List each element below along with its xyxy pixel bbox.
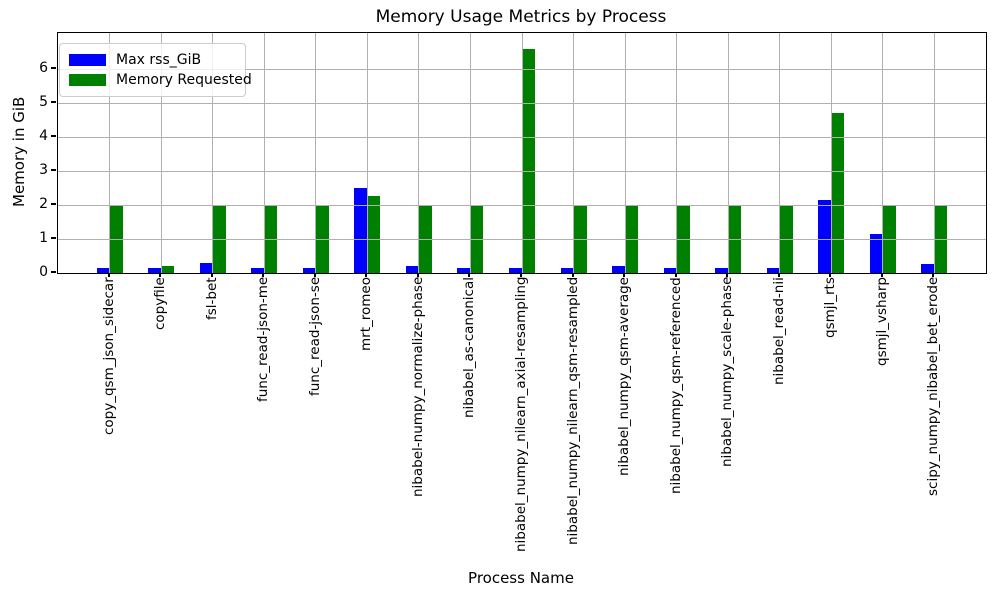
bar-max-rss xyxy=(715,267,729,273)
bar-max-rss xyxy=(405,266,419,273)
legend-label-max-rss: Max rss_GiB xyxy=(116,52,202,68)
x-tick-label: func_read-json-se xyxy=(306,277,323,397)
x-tick-label: nibabel_numpy_qsm-average xyxy=(616,277,633,476)
gridline-vertical xyxy=(727,33,729,273)
x-tick-label: nibabel_numpy_nilearn_axial-resampling xyxy=(513,277,529,553)
x-tick-mark xyxy=(313,273,316,277)
x-tick-label: nibabel_numpy_nilearn_qsm-resampled xyxy=(564,277,581,546)
y-tick-mark xyxy=(51,203,56,205)
gridline-vertical xyxy=(160,33,162,273)
bar-max-rss xyxy=(148,267,162,273)
x-tick-label: copy_qsm_json_sidecar xyxy=(100,277,117,435)
y-tick-label: 5 xyxy=(39,94,48,111)
bar-max-rss xyxy=(199,263,213,273)
x-tick-label: nibabel-numpy_normalize-phase xyxy=(409,277,426,498)
y-tick-mark xyxy=(51,237,56,239)
x-tick-mark xyxy=(416,273,419,277)
x-tick-mark xyxy=(777,273,780,277)
x-tick-mark xyxy=(829,273,832,277)
x-tick-label: nibabel_numpy_scale-phase xyxy=(719,277,736,468)
x-tick-label: copyfile xyxy=(152,277,169,330)
bar-max-rss xyxy=(302,267,316,273)
y-tick-label: 4 xyxy=(39,128,48,145)
bar-max-rss xyxy=(869,233,883,273)
x-tick-label: nibabel_as-canonical xyxy=(461,277,478,418)
x-tick-mark xyxy=(159,273,162,277)
y-tick-label: 3 xyxy=(39,162,48,179)
x-tick-mark xyxy=(107,273,110,277)
gridline-vertical xyxy=(263,33,265,273)
chart-title: Memory Usage Metrics by Process xyxy=(375,7,667,27)
legend-swatch-max-rss xyxy=(69,54,106,66)
x-tick-mark xyxy=(210,273,213,277)
gridline-vertical xyxy=(469,33,471,273)
bar-max-rss xyxy=(663,267,677,273)
y-tick-mark xyxy=(51,271,56,273)
bar-memory-requested xyxy=(522,48,535,273)
legend-label-memory-requested: Memory Requested xyxy=(116,72,252,88)
bar-max-rss xyxy=(457,267,471,273)
x-tick-mark xyxy=(674,273,677,277)
y-tick-mark xyxy=(51,101,56,104)
gridline-vertical xyxy=(573,33,575,273)
x-tick-label: qsmjl_vsharp xyxy=(873,277,890,366)
x-tick-mark xyxy=(262,273,265,277)
gridline-vertical xyxy=(676,33,678,273)
legend: Max rss_GiB Memory Requested xyxy=(59,43,252,97)
bar-max-rss xyxy=(251,267,265,273)
bar-max-rss xyxy=(560,267,574,273)
bar-memory-requested xyxy=(161,266,175,273)
legend-swatch-memory-requested xyxy=(69,74,106,86)
bar-max-rss xyxy=(612,266,626,273)
bar-max-rss xyxy=(921,263,935,273)
y-tick-label: 1 xyxy=(39,230,48,246)
gridline-vertical xyxy=(212,33,214,273)
bar-max-rss xyxy=(96,267,110,273)
gridline-vertical xyxy=(521,33,523,273)
y-tick-label: 2 xyxy=(39,196,48,212)
x-tick-mark xyxy=(932,273,935,277)
x-tick-mark xyxy=(623,273,626,277)
legend-item-max-rss: Max rss_GiB xyxy=(69,50,245,70)
x-tick-mark xyxy=(520,273,522,277)
gridline-vertical xyxy=(933,33,935,273)
x-tick-mark xyxy=(880,273,883,277)
x-axis-label: Process Name xyxy=(468,569,574,587)
gridline-vertical xyxy=(418,33,420,273)
bar-memory-requested xyxy=(831,113,845,273)
x-tick-mark xyxy=(726,273,729,277)
y-tick-label: 0 xyxy=(39,264,48,280)
x-tick-mark xyxy=(571,273,574,277)
x-tick-label: fsl-bet xyxy=(203,277,220,320)
bar-max-rss xyxy=(766,267,780,273)
y-tick-mark xyxy=(51,67,56,70)
x-tick-mark xyxy=(365,273,368,277)
x-tick-label: func_read-json-me xyxy=(255,277,272,403)
x-tick-mark xyxy=(468,273,471,277)
y-tick-label: 6 xyxy=(39,60,48,77)
gridline-vertical xyxy=(315,33,317,273)
gridline-vertical xyxy=(624,33,626,273)
x-tick-label: scipy_numpy_nibabel_bet_erode xyxy=(925,277,942,497)
y-tick-mark xyxy=(51,169,56,172)
gridline-vertical xyxy=(882,33,884,273)
gridline-vertical xyxy=(779,33,781,273)
bar-max-rss xyxy=(354,188,368,273)
x-tick-label: qsmjl_rts xyxy=(822,277,839,338)
bar-max-rss xyxy=(818,199,832,273)
gridline-vertical xyxy=(109,33,111,273)
x-tick-label: nibabel_read-nii xyxy=(770,277,787,385)
bar-memory-requested xyxy=(367,195,381,273)
gridline-vertical xyxy=(366,33,368,273)
x-tick-label: mrt_romeo xyxy=(358,277,375,351)
y-tick-mark xyxy=(51,135,56,138)
gridline-vertical xyxy=(830,33,832,273)
x-tick-label: nibabel_numpy_qsm-referenced xyxy=(667,277,684,494)
legend-item-memory-requested: Memory Requested xyxy=(69,70,252,90)
bar-max-rss xyxy=(509,267,522,273)
